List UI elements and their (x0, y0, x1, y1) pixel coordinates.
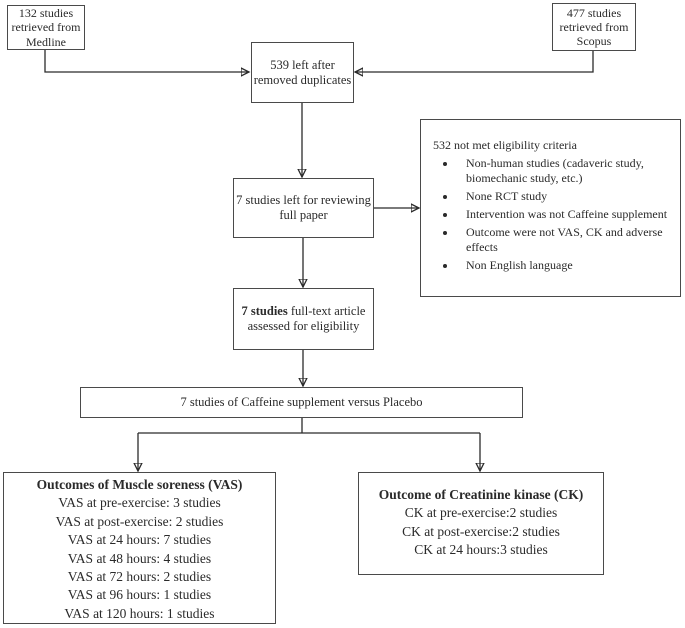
exclusion-item: None RCT study (457, 189, 674, 204)
box-ck-outcomes: Outcome of Creatinine kinase (CK) CK at … (358, 472, 604, 575)
box-scopus-source: 477 studies retrieved from Scopus (552, 3, 636, 51)
vas-stat-line: VAS at 72 hours: 2 studies (67, 569, 212, 585)
ck-stat-line: CK at pre-exercise:2 studies (404, 505, 558, 521)
exclusion-criteria-title: 532 not met eligibility criteria (433, 138, 577, 152)
vas-stat-line: VAS at 96 hours: 1 studies (67, 587, 212, 603)
box-full-paper-review: 7 studies left for reviewing full paper (233, 178, 374, 238)
vas-outcomes-title: Outcomes of Muscle soreness (VAS) (36, 477, 243, 492)
vas-stat-line: VAS at 24 hours: 7 studies (67, 532, 212, 548)
duplicates-removed-text: 539 left after removed duplicates (253, 57, 352, 87)
ck-stat-line: CK at 24 hours:3 studies (414, 542, 548, 558)
vas-stat-line: VAS at 48 hours: 4 studies (67, 550, 212, 566)
fulltext-rest: full-text article assessed for eligibili… (247, 304, 366, 333)
box-fulltext-assessed: 7 studies full-text article assessed for… (233, 288, 374, 350)
exclusion-item: Intervention was not Caffeine supplement (457, 207, 674, 222)
medline-source-text: 132 studies retrieved from Medline (11, 6, 81, 49)
box-vas-outcomes: Outcomes of Muscle soreness (VAS) VAS at… (3, 472, 276, 624)
connector-split-rail (138, 418, 480, 434)
exclusion-item: Non-human studies (cadaveric study, biom… (457, 156, 674, 187)
vas-stat-line: VAS at 120 hours: 1 studies (64, 605, 215, 621)
arrow-medline-to-duplicates (44, 50, 249, 72)
exclusion-item: Non English language (457, 258, 674, 273)
vas-stat-line: VAS at post-exercise: 2 studies (55, 513, 224, 529)
vas-stat-line: VAS at pre-exercise: 3 studies (58, 495, 221, 511)
box-duplicates-removed: 539 left after removed duplicates (251, 42, 354, 103)
fulltext-count: 7 studies (241, 304, 288, 319)
exclusion-criteria-list: Non-human studies (cadaveric study, biom… (433, 156, 674, 274)
caffeine-vs-placebo-text: 7 studies of Caffeine supplement versus … (180, 395, 423, 410)
fulltext-assessed-text: 7 studies full-text article assessed for… (242, 304, 366, 334)
box-medline-source: 132 studies retrieved from Medline (7, 5, 85, 50)
ck-outcomes-title: Outcome of Creatinine kinase (CK) (378, 487, 584, 502)
exclusion-item: Outcome were not VAS, CK and adverse eff… (457, 225, 674, 256)
scopus-source-text: 477 studies retrieved from Scopus (559, 5, 629, 49)
box-caffeine-vs-placebo: 7 studies of Caffeine supplement versus … (80, 387, 523, 418)
arrow-scopus-to-duplicates (355, 51, 594, 72)
full-paper-review-text: 7 studies left for reviewing full paper (236, 193, 371, 222)
ck-stat-line: CK at post-exercise:2 studies (402, 523, 560, 539)
box-exclusion-criteria: 532 not met eligibility criteria Non-hum… (420, 119, 681, 297)
